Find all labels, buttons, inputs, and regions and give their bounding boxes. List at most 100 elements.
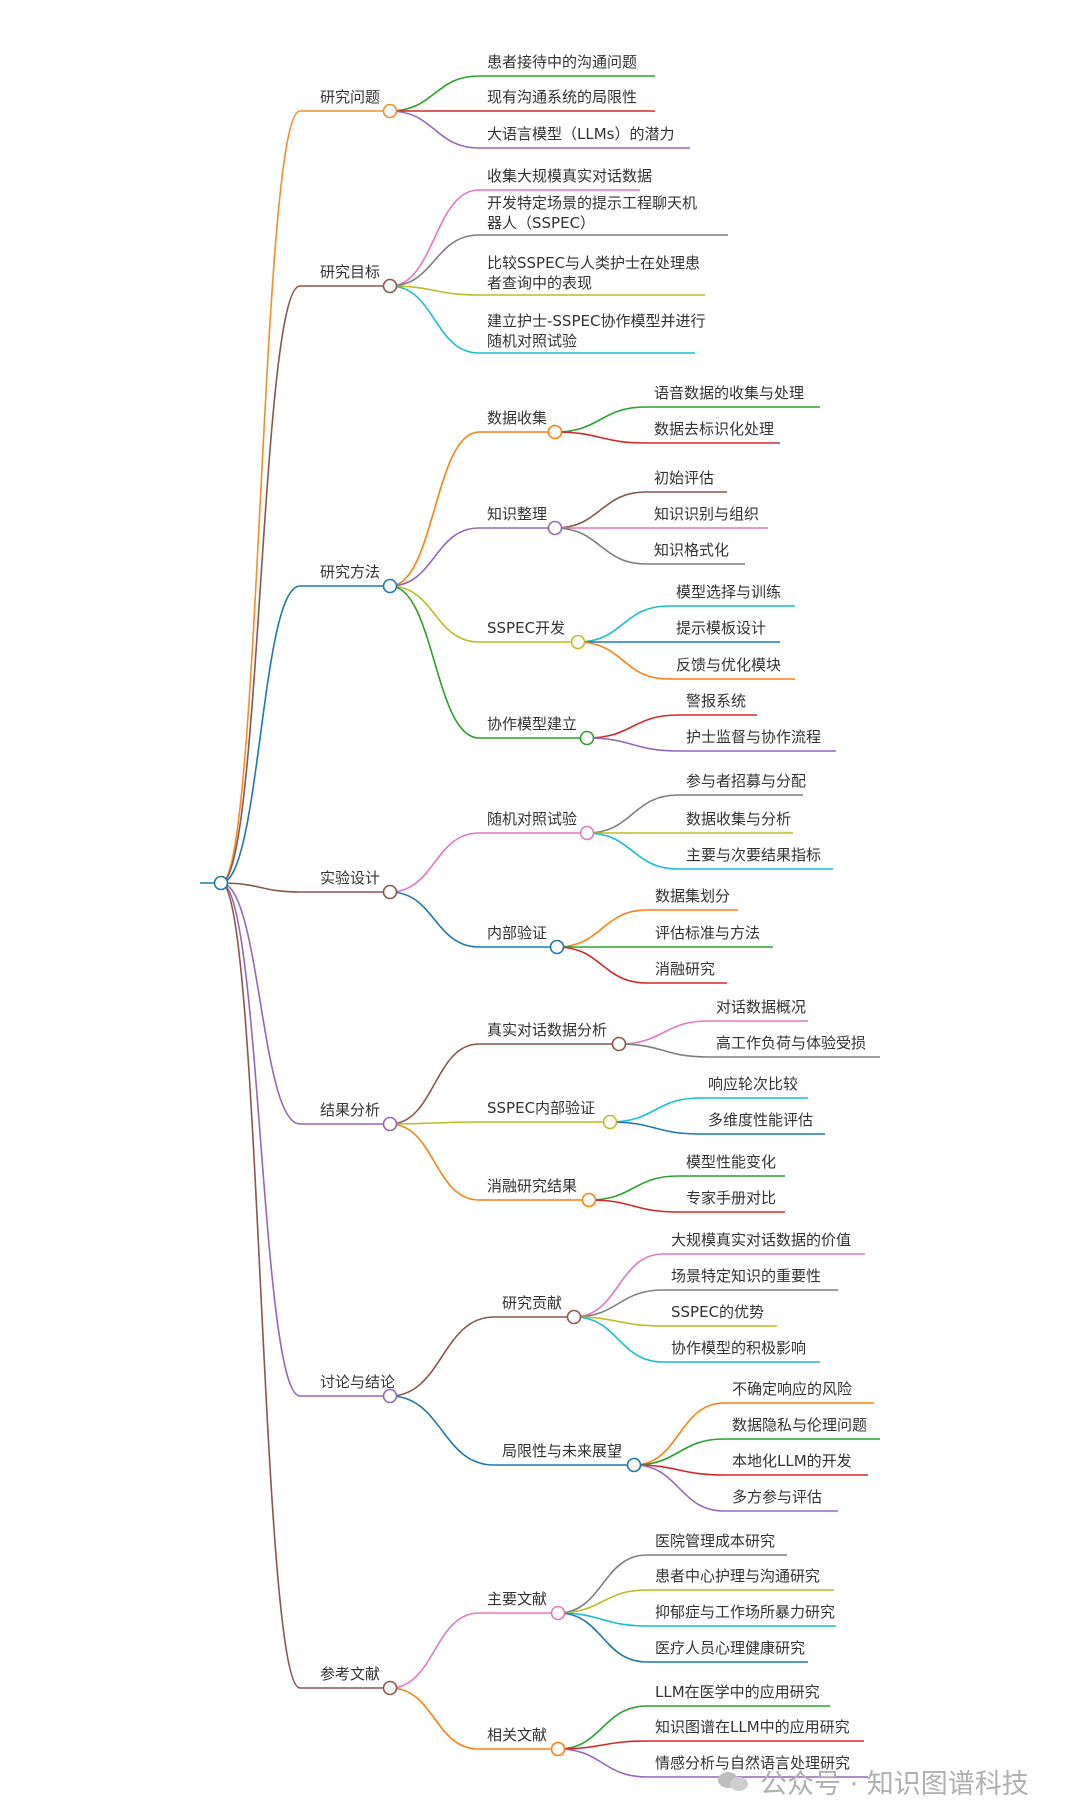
subbranch-edge xyxy=(389,585,480,643)
leaf-edge xyxy=(588,1175,679,1201)
subbranch-node[interactable] xyxy=(570,634,586,650)
branch-edge xyxy=(220,882,301,893)
subbranch-edge xyxy=(389,1121,480,1125)
leaf-edge xyxy=(573,1316,664,1363)
leaf-label: 反馈与优化模块 xyxy=(676,656,782,674)
leaf-edge xyxy=(573,1316,664,1327)
leaf-label: 患者接待中的沟通问题 xyxy=(487,53,638,71)
leaf-label: 比较SSPEC与人类护士在处理患者查询中的表现 xyxy=(487,254,701,292)
leaf-edge xyxy=(554,406,647,433)
subbranch-edge xyxy=(389,1316,495,1397)
branch-node[interactable] xyxy=(382,578,398,594)
leaf-label: 数据去标识化处理 xyxy=(654,420,775,438)
subbranch-node[interactable] xyxy=(566,1309,582,1325)
subbranch-node[interactable] xyxy=(611,1036,627,1052)
leaf-label: 多方参与评估 xyxy=(732,1488,823,1506)
leaf-edge xyxy=(554,431,647,444)
branch-label: 结果分析 xyxy=(320,1101,381,1119)
leaf-edge xyxy=(554,491,647,529)
subbranch-label: 知识整理 xyxy=(487,505,548,523)
subbranch-label: 协作模型建立 xyxy=(487,715,578,733)
subbranch-edge xyxy=(389,832,480,893)
branch-node[interactable] xyxy=(382,1680,398,1696)
branch-edge xyxy=(220,110,301,884)
leaf-label: 主要与次要结果指标 xyxy=(686,846,822,864)
leaf-label: 数据收集与分析 xyxy=(686,810,792,828)
subbranch-node[interactable] xyxy=(550,1605,566,1621)
branch-edge xyxy=(220,285,301,884)
branch-node[interactable] xyxy=(382,1388,398,1404)
leaf-label: 提示模板设计 xyxy=(676,619,767,637)
subbranch-label: 真实对话数据分析 xyxy=(487,1021,608,1039)
branch-node[interactable] xyxy=(382,884,398,900)
leaf-edge xyxy=(557,1705,648,1750)
branch-label: 研究目标 xyxy=(320,263,381,281)
branch-node[interactable] xyxy=(382,1116,398,1132)
subbranch-label: SSPEC内部验证 xyxy=(487,1099,596,1117)
leaf-edge xyxy=(556,946,648,984)
leaf-edge xyxy=(633,1464,725,1512)
leaf-label: 多维度性能评估 xyxy=(708,1111,814,1129)
leaf-label: 专家手册对比 xyxy=(686,1189,777,1207)
leaf-label: 知识格式化 xyxy=(654,541,730,559)
leaf-label: 响应轮次比较 xyxy=(708,1075,799,1093)
leaf-edge xyxy=(618,1020,709,1045)
branch-edge xyxy=(220,882,301,1689)
leaf-edge xyxy=(609,1097,701,1123)
subbranch-node[interactable] xyxy=(602,1114,618,1130)
leaf-label: 模型性能变化 xyxy=(686,1153,777,1171)
leaf-label: 参与者招募与分配 xyxy=(686,772,807,790)
leaf-edge xyxy=(633,1438,725,1466)
subbranch-label: 主要文献 xyxy=(487,1590,548,1608)
subbranch-node[interactable] xyxy=(547,424,563,440)
subbranch-edge xyxy=(389,527,480,587)
leaf-edge xyxy=(557,1554,648,1614)
leaf-label: 医疗人员心理健康研究 xyxy=(655,1639,806,1657)
leaf-edge xyxy=(618,1043,709,1058)
branch-edge xyxy=(220,585,301,884)
leaf-label: 现有沟通系统的局限性 xyxy=(487,88,638,106)
subbranch-label: 随机对照试验 xyxy=(487,810,578,828)
leaf-label: 知识识别与组织 xyxy=(654,505,760,523)
leaf-edge xyxy=(557,1589,648,1614)
branch-node[interactable] xyxy=(382,278,398,294)
subbranch-label: 内部验证 xyxy=(487,924,548,942)
subbranch-node[interactable] xyxy=(579,730,595,746)
branch-label: 研究问题 xyxy=(320,88,381,106)
leaf-label: 数据隐私与伦理问题 xyxy=(732,1416,868,1434)
leaf-edge xyxy=(389,234,480,287)
subbranch-node[interactable] xyxy=(581,1192,597,1208)
leaf-label: 大语言模型（LLMs）的潜力 xyxy=(487,125,675,143)
subbranch-edge xyxy=(389,585,480,739)
subbranch-node[interactable] xyxy=(547,520,563,536)
leaf-edge xyxy=(577,641,669,680)
leaf-label: 护士监督与协作流程 xyxy=(686,728,822,746)
leaf-label: 抑郁症与工作场所暴力研究 xyxy=(655,1603,836,1621)
leaf-label: 语音数据的收集与处理 xyxy=(654,384,805,402)
subbranch-edge xyxy=(389,1687,480,1750)
leaf-label: 知识图谱在LLM中的应用研究 xyxy=(655,1718,850,1736)
subbranch-label: 研究贡献 xyxy=(502,1294,563,1312)
subbranch-edge xyxy=(389,1612,480,1689)
subbranch-node[interactable] xyxy=(579,825,595,841)
leaf-edge xyxy=(389,75,480,112)
leaf-label: 高工作负荷与体验受损 xyxy=(716,1034,867,1052)
branch-node[interactable] xyxy=(382,103,398,119)
subbranch-edge xyxy=(389,1395,495,1466)
leaf-label: 医院管理成本研究 xyxy=(655,1532,776,1550)
leaf-edge xyxy=(586,714,679,739)
leaf-edge xyxy=(389,110,480,149)
subbranch-label: 相关文献 xyxy=(487,1726,548,1744)
subbranch-node[interactable] xyxy=(626,1457,642,1473)
leaf-edge xyxy=(557,1612,648,1663)
branch-edge xyxy=(220,882,301,1397)
subbranch-node[interactable] xyxy=(549,939,565,955)
subbranch-edge xyxy=(389,1043,480,1125)
leaf-edge xyxy=(633,1402,725,1466)
root-node[interactable] xyxy=(213,875,229,891)
subbranch-label: 局限性与未来展望 xyxy=(502,1442,623,1460)
subbranch-node[interactable] xyxy=(550,1741,566,1757)
leaf-label: LLM在医学中的应用研究 xyxy=(655,1683,820,1701)
